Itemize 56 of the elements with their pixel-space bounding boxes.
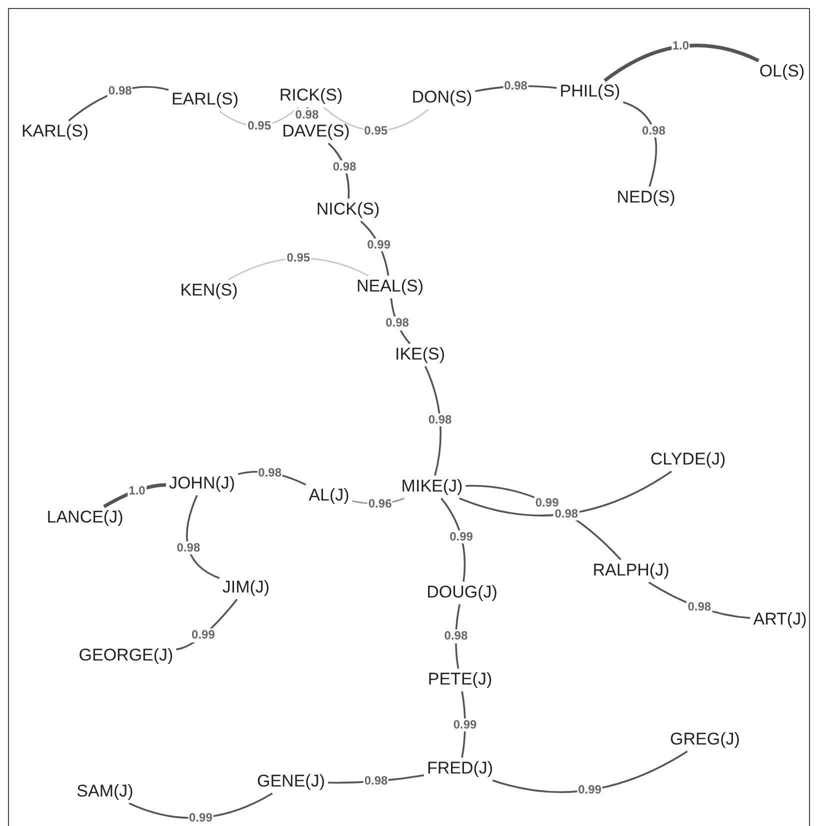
person-label: NICK(S) [315, 200, 381, 220]
edge-label: 1.0 [128, 484, 146, 498]
connector-line [424, 366, 442, 476]
edge-label: 0.98 [427, 413, 453, 426]
edge-label: 0.98 [641, 124, 666, 138]
person-label: SAM(J) [76, 782, 134, 802]
person-label: AL(J) [308, 486, 350, 506]
edge-label: 0.99 [452, 718, 478, 732]
person-label: RICK(S) [278, 86, 344, 106]
edge-label: 0.99 [577, 783, 602, 797]
edge-label: 0.99 [366, 238, 392, 252]
person-label: DAVE(S) [281, 122, 351, 142]
edge-label: 0.98 [686, 600, 712, 614]
edge-label: 0.98 [443, 630, 469, 643]
person-label: LANCE(J) [46, 508, 124, 528]
connector-line [459, 470, 672, 516]
edge-label: 0.99 [448, 530, 474, 544]
person-label: GEORGE(J) [78, 646, 174, 666]
edge-label: 0.98 [294, 108, 320, 122]
person-label: OL(S) [758, 62, 806, 82]
person-label: NED(S) [616, 188, 676, 208]
edge-label: 0.98 [503, 80, 528, 93]
edge-label: 0.98 [384, 316, 410, 330]
person-label: GENE(J) [256, 772, 326, 792]
person-label: ART(J) [752, 610, 808, 630]
person-label: FRED(J) [426, 760, 494, 778]
edge-label: 0.98 [332, 160, 358, 174]
person-label: CLYDE(J) [649, 450, 727, 470]
edge-label: 0.98 [176, 541, 202, 555]
person-label: JOHN(J) [168, 474, 236, 494]
person-label: IKE(S) [394, 346, 446, 364]
edge-label: 0.95 [363, 124, 389, 138]
edge-label: 0.99 [190, 628, 216, 642]
edge-label: 0.98 [363, 774, 389, 788]
person-label: NEAL(S) [355, 278, 425, 296]
person-label: KARL(S) [20, 122, 90, 142]
edge-label: 0.98 [554, 507, 580, 521]
person-label: PETE(J) [426, 670, 494, 690]
connector-line [622, 101, 658, 187]
edge-label: 0.98 [257, 466, 282, 480]
connector-line [604, 44, 760, 82]
person-label: GREG(J) [669, 730, 741, 750]
person-label: RALPH(J) [592, 562, 670, 580]
person-label: PHIL(S) [558, 82, 622, 102]
person-label: DON(S) [410, 88, 474, 108]
edge-label: 0.99 [534, 496, 560, 510]
person-label: JIM(J) [221, 578, 271, 598]
edge-label: 0.96 [367, 496, 393, 510]
person-label: EARL(S) [170, 90, 240, 110]
person-label: MIKE(J) [400, 478, 464, 496]
person-label: DOUG(J) [426, 584, 498, 602]
edge-label: 0.98 [107, 84, 133, 98]
edge-label: 0.95 [246, 119, 272, 132]
edge-label: 0.95 [286, 252, 312, 265]
edge-label: 0.99 [188, 811, 214, 824]
person-label: KEN(S) [179, 282, 239, 300]
